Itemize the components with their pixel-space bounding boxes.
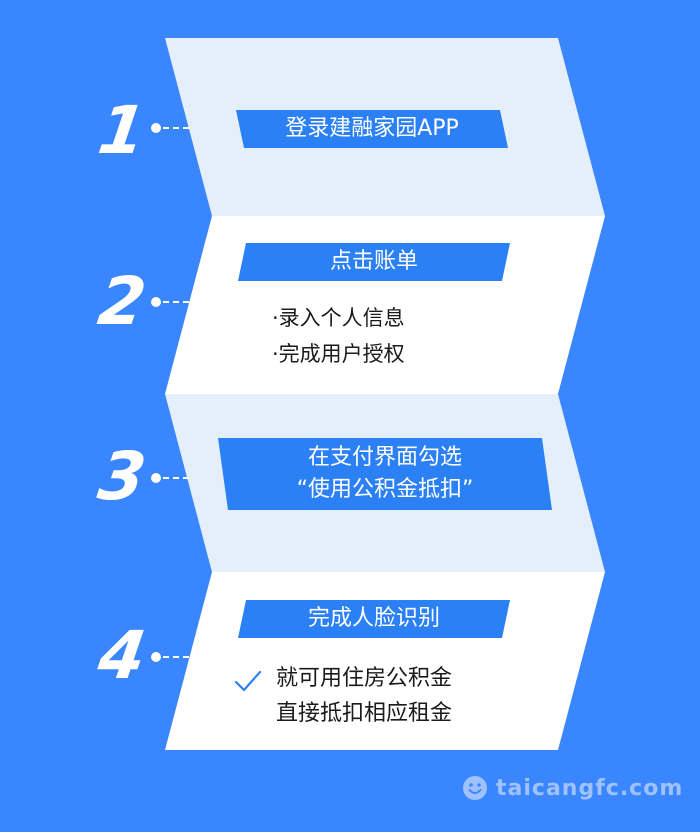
- smiley-icon: [463, 776, 487, 800]
- connector-dot-1: [151, 123, 161, 133]
- banner-step-3: 在支付界面勾选 “使用公积金抵扣”: [223, 438, 547, 510]
- watermark: taicangfc.com: [462, 771, 683, 805]
- banner-step-3-line-1: 在支付界面勾选: [307, 445, 462, 470]
- connector-dash-1: [163, 127, 189, 129]
- connector-dash-2: [163, 301, 189, 303]
- banner-shape-4: [238, 600, 510, 638]
- connector-dash-3: [163, 477, 189, 479]
- check-icon: [234, 670, 262, 692]
- banner-step-2-text: 点击账单: [329, 249, 418, 274]
- step-number-1: 1: [93, 92, 151, 169]
- banner-step-1-text: 登录建融家园APP: [285, 116, 459, 141]
- banner-step-4-text: 完成人脸识别: [307, 606, 440, 631]
- connector-dot-3: [151, 473, 161, 483]
- step-number-2: 2: [93, 263, 151, 340]
- step-4-result-line-2: 直接抵扣相应租金: [276, 701, 453, 726]
- banner-shape-3: [218, 438, 552, 510]
- step-4-result-line-1: 就可用住房公积金: [276, 666, 453, 691]
- banner-shape-2: [238, 243, 510, 281]
- banner-step-3-line-2: “使用公积金抵扣”: [296, 477, 474, 502]
- banner-step-1: 登录建融家园APP: [240, 110, 504, 148]
- connector-dot-4: [151, 652, 161, 662]
- banner-step-2: 点击账单: [242, 243, 506, 281]
- banner-step-4: 完成人脸识别: [242, 600, 506, 638]
- step-number-3: 3: [93, 438, 151, 515]
- step-number-4: 4: [93, 617, 151, 694]
- connector-dash-4: [163, 656, 189, 658]
- watermark-text: taicangfc.com: [496, 775, 684, 801]
- banner-shape-1: [236, 110, 508, 148]
- step-2-bullet-2: ·完成用户授权: [272, 342, 405, 366]
- step-2-bullet-1: ·录入个人信息: [272, 306, 405, 330]
- connector-dot-2: [151, 297, 161, 307]
